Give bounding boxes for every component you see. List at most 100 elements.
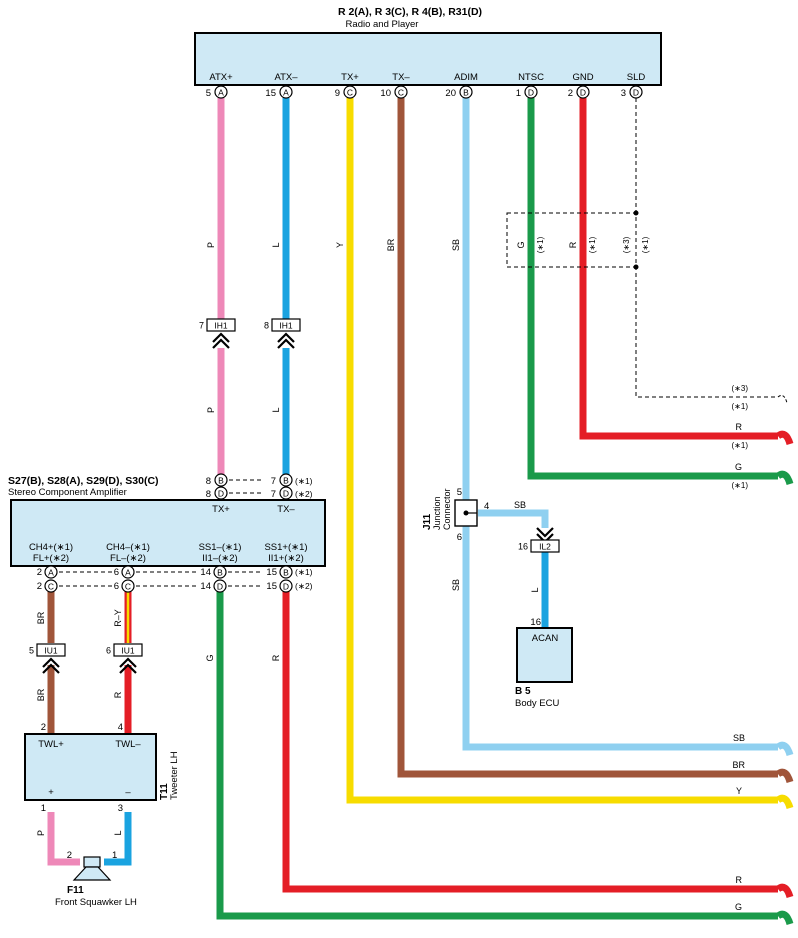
wire-label-br2: BR xyxy=(36,611,46,624)
ecu-box xyxy=(516,627,573,683)
pin-atx-plus: 5 xyxy=(206,88,211,99)
wire-label-r3: R xyxy=(271,654,281,661)
row2-c3: D xyxy=(217,582,223,592)
right-note-sld1: (∗1) xyxy=(732,402,749,411)
iu1-b-box xyxy=(113,643,143,657)
amp-col4-l1: SS1+(∗1) xyxy=(264,542,307,553)
squawker-code: F11 xyxy=(67,885,84,896)
amp-top-pin-1: 8 xyxy=(206,476,211,487)
radio-box xyxy=(194,32,662,86)
iu1-b-name: IU1 xyxy=(121,646,135,656)
junction-name-2: Connector xyxy=(442,488,452,530)
row1-p4: 15 xyxy=(266,567,277,578)
tweeter-pin-in-minus: 4 xyxy=(118,722,123,733)
amp-row1: 2 A 6 A 14 B 15 B (∗1) xyxy=(37,565,313,579)
amp-columns: CH4+(∗1) FL+(∗2) CH4–(∗1) FL–(∗2) SS1–(∗… xyxy=(29,542,308,564)
il2-name: IL2 xyxy=(539,542,551,552)
tweeter-box xyxy=(24,733,157,801)
iu1-connectors: IU1 5 IU1 6 xyxy=(29,643,143,674)
wire-label-br1: BR xyxy=(386,238,396,251)
junction-pin6: 6 xyxy=(457,532,462,543)
wire-label-g2: G xyxy=(205,654,215,661)
pin-sld: 3 xyxy=(621,88,626,99)
ih1-connectors: IH1 7 IH1 8 xyxy=(199,318,301,349)
wire-label-r2: R xyxy=(113,691,123,698)
pin-gnd: 2 xyxy=(568,88,573,99)
terminal-ntsc: NTSC xyxy=(518,72,544,83)
ih1-a-chevron xyxy=(212,332,230,349)
junction-name-1: Junction xyxy=(432,496,442,530)
right-label-g: G xyxy=(735,462,742,472)
amp-col3-l1: SS1–(∗1) xyxy=(199,542,242,553)
note-g: (∗1) xyxy=(536,236,545,253)
amp-col2-l2: FL–(∗2) xyxy=(110,553,146,564)
amp-name: Stereo Component Amplifier xyxy=(8,487,127,498)
iu1-b-pin: 6 xyxy=(106,646,111,656)
right-note-sld3: (∗3) xyxy=(732,384,749,393)
row2-note: (∗2) xyxy=(295,581,313,591)
wire-label-p1: P xyxy=(206,242,216,248)
wire-label-y: Y xyxy=(335,242,345,248)
junction-pin4: 4 xyxy=(484,501,489,512)
radio-codes: R 2(A), R 3(C), R 4(B), R31(D) xyxy=(338,6,482,18)
right-label-g2: G xyxy=(735,902,742,912)
amp-top-pin-4: 7 xyxy=(271,489,276,500)
wire-label-l4: L xyxy=(113,830,123,835)
terminal-gnd: GND xyxy=(572,72,593,83)
conn-tx-plus: C xyxy=(347,88,353,98)
row2-p3: 14 xyxy=(200,581,211,592)
row1-note: (∗1) xyxy=(295,567,313,577)
squawker: 2 1 F11 Front Squawker LH xyxy=(55,850,137,908)
terminal-sld: SLD xyxy=(627,72,646,83)
ih1-a-box xyxy=(206,318,236,332)
conn-ntsc: D xyxy=(528,88,534,98)
row2-c4: D xyxy=(283,582,289,592)
tweeter-name: Tweeter LH xyxy=(169,751,180,800)
pin-tx-minus: 10 xyxy=(380,88,391,99)
terminal-atx-minus: ATX– xyxy=(274,72,298,83)
tweeter-code: T11 xyxy=(159,783,170,800)
row2-c2: C xyxy=(125,582,131,592)
right-label-sb: SB xyxy=(733,733,745,743)
amp-top-conn-1: B xyxy=(218,476,224,486)
wire-label-br3: BR xyxy=(36,688,46,701)
speaker-icon xyxy=(72,856,112,881)
terminal-tx-plus: TX+ xyxy=(341,72,359,83)
wire-label-p2: P xyxy=(206,407,216,413)
right-label-r2: R xyxy=(736,875,743,885)
amp-col2-l1: CH4–(∗1) xyxy=(106,542,150,553)
ih1-b-box xyxy=(271,318,301,332)
iu1-a-chevron xyxy=(42,657,60,674)
note-sld3: (∗3) xyxy=(622,236,631,253)
amp-col1-l1: CH4+(∗1) xyxy=(29,542,73,553)
wire-ends xyxy=(775,395,794,926)
tweeter-pin-out-plus: 1 xyxy=(41,803,46,814)
terminal-adim: ADIM xyxy=(454,72,478,83)
amp-row2: 2 C 6 C 14 D 15 D (∗2) xyxy=(37,579,313,593)
amp-top-pins: 8 B 7 B (∗1) 8 D 7 D (∗2) xyxy=(206,473,313,500)
right-label-br: BR xyxy=(732,760,745,770)
junction-pin5: 5 xyxy=(457,487,462,498)
amp-top-conn-4: D xyxy=(283,489,289,499)
row1-p1: 2 xyxy=(37,567,42,578)
radio-terminals: ATX+ ATX– TX+ TX– ADIM NTSC GND SLD 5 15… xyxy=(206,72,646,99)
pin-ntsc: 1 xyxy=(516,88,521,99)
row1-c2: A xyxy=(125,568,131,578)
amp-top-note-2: (∗2) xyxy=(295,489,313,499)
wire-label-sb1: SB xyxy=(451,239,461,251)
conn-atx-minus: A xyxy=(283,88,289,98)
amp-box xyxy=(10,499,326,567)
connector-circles xyxy=(214,85,643,99)
il2-box xyxy=(530,539,560,553)
ih1-b-name: IH1 xyxy=(279,321,293,331)
il2-pin: 16 xyxy=(518,542,528,552)
squawker-pin-right: 1 xyxy=(112,850,117,861)
amp-codes: S27(B), S28(A), S29(D), S30(C) xyxy=(8,475,159,487)
squawker-pin-left: 2 xyxy=(67,850,72,861)
wire-label-l3: L xyxy=(530,587,540,592)
row1-p2: 6 xyxy=(114,567,119,578)
ih1-b-pin: 8 xyxy=(264,321,269,331)
row2-c1: C xyxy=(48,582,54,592)
il2-connector: IL2 16 xyxy=(518,527,560,553)
wire-labels-upper: P L Y BR SB G R (∗1) (∗1) (∗3) (∗1) P L xyxy=(206,236,650,413)
